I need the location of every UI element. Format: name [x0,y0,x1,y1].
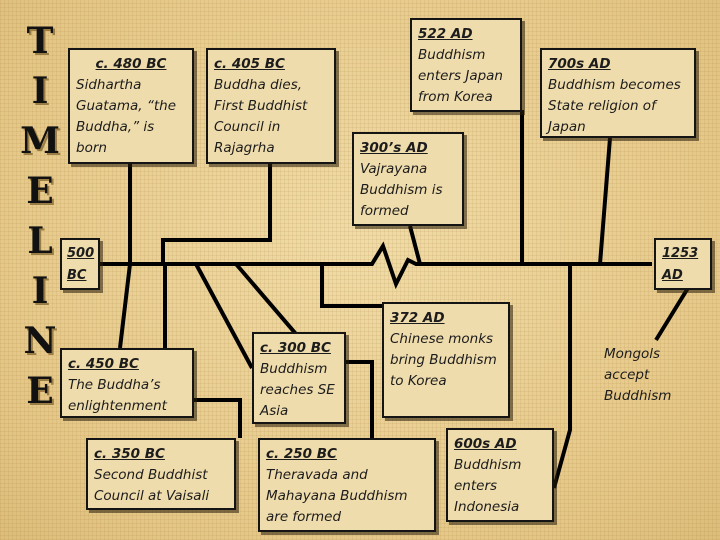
event-box-372ad: 372 AD Chinese monks bring Buddhism to K… [382,302,510,418]
title-letter: I [31,70,49,112]
event-date: 372 AD [390,310,445,326]
event-text: Vajrayana Buddhism is formed [360,161,443,219]
connector-700s-ad [598,137,612,265]
event-box-300bc: c. 300 BC Buddhism reaches SE Asia [252,332,346,424]
event-text: Buddhism enters Indonesia [454,457,522,515]
connector-1253ad [654,286,690,342]
event-text: Buddha dies, First Buddhist Council in R… [214,77,308,156]
title-letter: M [20,120,60,162]
event-box-mongols: Mongols accept Buddhism [598,340,714,420]
timeline-axis-left [100,241,652,290]
event-date: 300’s AD [360,140,428,156]
event-date: c. 405 BC [214,56,285,72]
event-box-350bc: c. 350 BC Second Buddhist Council at Vai… [86,438,236,510]
connector-372ad [320,264,382,308]
connector-300s-ad [408,225,422,265]
event-text: Buddhism reaches SE Asia [260,361,335,419]
event-box-450bc: c. 450 BC The Buddha’s enlightenment [60,348,194,418]
event-box-405bc: c. 405 BC Buddha dies, First Buddhist Co… [206,48,336,164]
title-letter: E [26,370,54,412]
event-date: c. 250 BC [266,446,337,462]
event-box-600s-ad: 600s AD Buddhism enters Indonesia [446,428,554,522]
event-box-300s-ad: 300’s AD Vajrayana Buddhism is formed [352,132,464,226]
endpoint-start-label: 500 BC [67,246,95,283]
title-letter: N [23,320,57,362]
connector-350bc [163,264,242,438]
connector-300bc [194,263,254,369]
event-date: c. 300 BC [260,340,331,356]
title-letter: I [31,270,49,312]
event-date: 600s AD [454,436,517,452]
event-box-522ad: 522 AD Buddhism enters Japan from Korea [410,18,522,112]
title-letter: E [26,170,54,212]
event-box-250bc: c. 250 BC Theravada and Mahayana Buddhis… [258,438,436,532]
event-date: c. 350 BC [94,446,165,462]
event-date: 700s AD [548,56,611,72]
endpoint-end-box: 1253 AD [654,238,712,290]
event-text: Buddhism becomes State religion of Japan [548,77,681,135]
event-text: The Buddha’s enlightenment [68,377,167,414]
connector-250bc [234,262,374,438]
event-date: c. 450 BC [68,356,139,372]
title-letter: T [26,20,54,62]
connector-600s-ad [552,264,572,489]
event-text: Theravada and Mahayana Buddhism are form… [266,467,408,525]
title-letter: L [27,220,53,262]
event-box-480bc: c. 480 BC Sidhartha Guatama, “the Buddha… [68,48,194,164]
event-text: Buddhism enters Japan from Korea [418,47,503,105]
endpoint-start-box: 500 BC [60,238,100,290]
endpoint-end-label: 1253 AD [662,246,699,283]
connector-405bc [161,164,272,264]
timeline-vertical-title: T I M E L I N E [18,16,62,416]
event-text: Mongols accept Buddhism [604,346,672,404]
event-date: 522 AD [418,26,473,42]
connector-450bc [118,263,132,349]
event-date: c. 480 BC [95,56,167,72]
event-text: Second Buddhist Council at Vaisali [94,467,210,504]
event-box-700s-ad: 700s AD Buddhism becomes State religion … [540,48,696,138]
event-text: Chinese monks bring Buddhism to Korea [390,331,497,389]
event-text: Sidhartha Guatama, “the Buddha,” is born [76,77,177,156]
